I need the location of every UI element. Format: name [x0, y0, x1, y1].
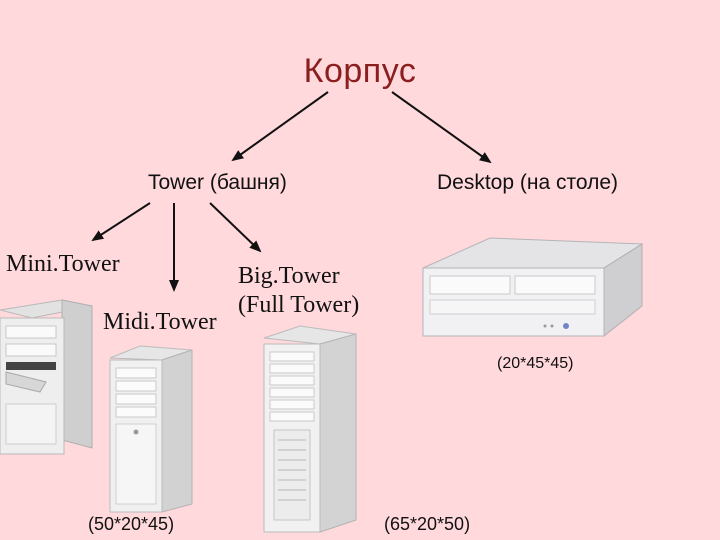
midi-tower-case-image — [109, 345, 193, 513]
arrow-to-mini — [91, 202, 151, 242]
tower-branch-label: Tower (башня) — [148, 171, 287, 194]
desktop-branch-label: Desktop (на столе) — [437, 171, 619, 194]
big-tower-label-line1: Big.Tower — [238, 263, 340, 289]
midi-tower-label: Midi.Tower — [103, 309, 217, 335]
arrow-to-big — [209, 202, 262, 253]
mini-tower-case-image — [0, 299, 93, 455]
big-tower-label: Big.Tower (Full Tower) — [238, 262, 359, 320]
midi-tower-dimensions: (50*20*45) — [88, 514, 175, 534]
desktop-dimensions: (20*45*45) — [497, 355, 574, 372]
mini-tower-label: Mini.Tower — [6, 251, 120, 277]
big-tower-label-line2: (Full Tower) — [238, 292, 360, 318]
arrow-to-desktop — [391, 91, 492, 164]
diagram-title: Корпус — [303, 52, 417, 90]
big-tower-dimensions: (65*20*50) — [384, 514, 471, 534]
big-tower-case-image — [263, 325, 357, 533]
arrow-to-tower — [231, 91, 329, 162]
desktop-case-image — [422, 237, 644, 338]
